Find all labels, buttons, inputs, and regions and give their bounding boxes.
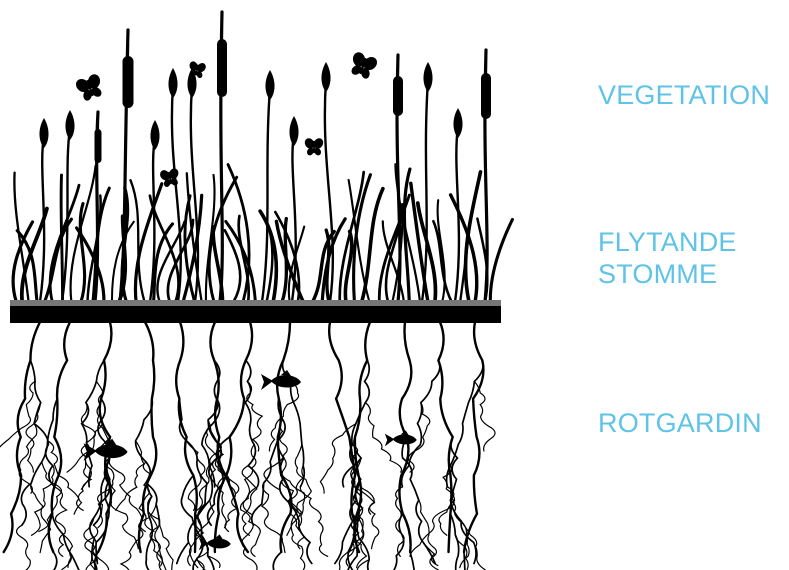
fish-body: [207, 538, 231, 548]
fish-body: [271, 375, 301, 387]
reed-leaf-tip: [321, 62, 330, 92]
fish-group: [84, 370, 417, 550]
fish-icon: [261, 370, 301, 390]
fish-tail: [385, 434, 395, 447]
root: [49, 322, 70, 552]
butterfly-icon: [303, 136, 325, 156]
root: [31, 483, 51, 553]
fish-body: [95, 444, 128, 458]
butterfly-body: [313, 141, 315, 154]
vegetation-grass: [13, 164, 512, 302]
reed-leaf-tip: [65, 110, 74, 140]
fish-tail: [261, 374, 273, 390]
label-root-curtain: ROTGARDIN: [598, 407, 762, 439]
root: [176, 322, 197, 552]
root: [139, 322, 156, 552]
reed-leaf-tip: [453, 108, 462, 138]
reed-leaf-tip: [265, 70, 274, 100]
root: [52, 552, 57, 570]
root: [354, 322, 370, 552]
grass-blade: [490, 220, 512, 303]
root: [464, 322, 483, 552]
reed-leaf-tip: [150, 120, 159, 150]
root-curtain-roots: [0, 322, 495, 570]
reed-leaf-tip: [39, 118, 48, 148]
cattail-head: [217, 39, 227, 97]
label-vegetation: VEGETATION: [598, 79, 770, 111]
reed-stem: [455, 126, 459, 302]
reed-leaf-tip: [289, 116, 298, 146]
cattail-head: [393, 76, 403, 116]
fish-fin: [281, 370, 291, 376]
root: [247, 381, 262, 451]
root: [450, 514, 458, 570]
root: [402, 360, 440, 487]
reed-leaf-tip: [423, 62, 432, 92]
root: [62, 535, 73, 570]
cattail-head: [481, 73, 491, 119]
reed-stem: [262, 88, 270, 302]
reed-leaf-tip: [168, 68, 177, 98]
root: [245, 360, 258, 487]
butterfly-icon: [71, 70, 108, 105]
root: [179, 399, 206, 526]
butterfly-icon: [345, 48, 382, 83]
root: [464, 552, 465, 570]
fish-body: [393, 434, 417, 444]
grass-blade: [61, 175, 62, 302]
label-floating-body: FLYTANDE STOMME: [598, 226, 737, 290]
grass-blade: [226, 222, 256, 303]
root: [438, 322, 452, 552]
root: [277, 437, 311, 564]
fish-fin: [401, 430, 409, 435]
cattail-head: [123, 56, 134, 108]
root: [273, 552, 281, 570]
root: [17, 525, 31, 570]
floating-platform: [10, 300, 501, 323]
cattail-head: [95, 129, 102, 163]
root: [419, 500, 438, 570]
fish-icon: [385, 430, 417, 446]
root: [269, 381, 298, 451]
root: [110, 479, 139, 549]
